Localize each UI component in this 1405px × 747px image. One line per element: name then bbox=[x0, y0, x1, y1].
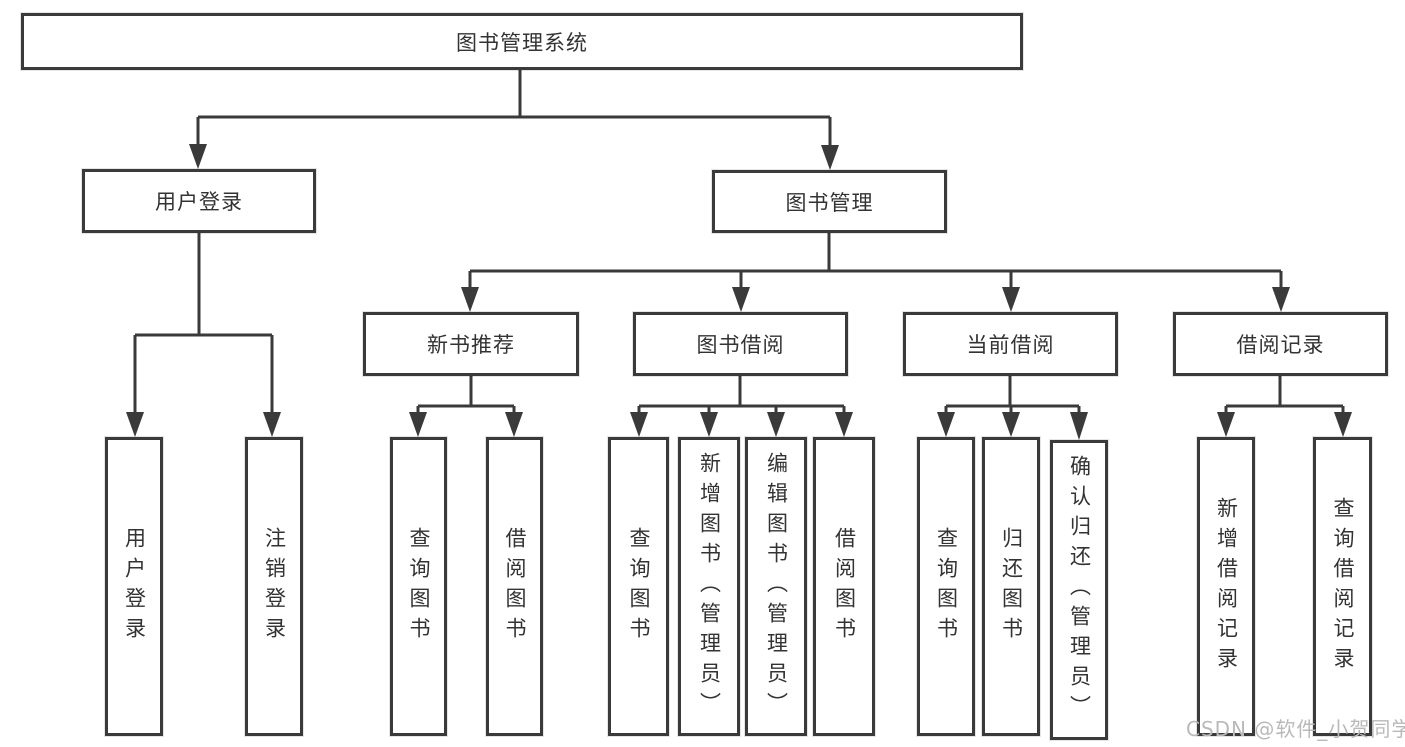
connector-borrowing-records-to-leaves bbox=[1217, 376, 1352, 437]
connector-book-management-to-groups bbox=[461, 233, 1290, 312]
node-label: 确认归还（管理员） bbox=[1067, 455, 1092, 725]
leaf-confirm-return-admin: 确认归还（管理员） bbox=[1050, 440, 1108, 740]
node-label: 借阅图书 bbox=[503, 526, 527, 647]
node-label: 查询图书 bbox=[627, 526, 651, 647]
leaf-query-books-recommend: 查询图书 bbox=[390, 437, 447, 736]
node-label: 图书管理 bbox=[785, 190, 874, 215]
leaf-borrow-books-recommend: 借阅图书 bbox=[486, 437, 543, 736]
leaf-borrow-books-borrowing: 借阅图书 bbox=[813, 437, 875, 736]
csdn-watermark: CSDN @软件_小贺同学 bbox=[1186, 717, 1405, 741]
connector-new-book-to-leaves bbox=[409, 376, 523, 437]
leaf-edit-book-admin: 编辑图书（管理员） bbox=[745, 437, 807, 736]
node-label: 归还图书 bbox=[999, 526, 1024, 647]
node-label: 图书管理系统 bbox=[456, 30, 588, 55]
connector-book-borrowing-to-leaves bbox=[630, 376, 853, 437]
leaf-query-books-borrowing: 查询图书 bbox=[608, 437, 669, 736]
node-label: 注销登录 bbox=[262, 526, 287, 647]
node-borrowing-records: 借阅记录 bbox=[1173, 312, 1388, 376]
node-label: 新书推荐 bbox=[427, 333, 515, 357]
node-book-management: 图书管理 bbox=[712, 170, 947, 233]
leaf-return-books: 归还图书 bbox=[982, 437, 1040, 736]
node-label: 借阅图书 bbox=[832, 526, 857, 647]
connector-root-to-level1 bbox=[189, 69, 839, 170]
node-book-borrowing: 图书借阅 bbox=[633, 312, 848, 376]
connector-user-login-to-leaves bbox=[126, 233, 281, 437]
leaf-query-books-current: 查询图书 bbox=[917, 437, 975, 736]
leaf-add-book-admin: 新增图书（管理员） bbox=[678, 437, 740, 736]
node-label: 图书借阅 bbox=[696, 333, 785, 357]
node-current-borrowing: 当前借阅 bbox=[903, 312, 1118, 376]
leaf-logout: 注销登录 bbox=[245, 437, 303, 736]
node-label: 借阅记录 bbox=[1236, 333, 1325, 357]
leaf-user-login: 用户登录 bbox=[105, 437, 163, 736]
node-label: 新增图书（管理员） bbox=[697, 451, 722, 722]
node-library-management-system: 图书管理系统 bbox=[21, 13, 1023, 70]
node-label: 查询图书 bbox=[934, 526, 959, 647]
node-user-login: 用户登录 bbox=[82, 169, 316, 233]
node-label: 当前借阅 bbox=[966, 333, 1055, 357]
connector-current-borrowing-to-leaves bbox=[937, 376, 1088, 440]
leaf-query-borrow-record: 查询借阅记录 bbox=[1313, 437, 1372, 736]
node-label: 用户登录 bbox=[122, 526, 147, 647]
node-label: 用户登录 bbox=[155, 190, 243, 214]
node-label: 新增借阅记录 bbox=[1214, 496, 1239, 677]
node-label: 查询借阅记录 bbox=[1331, 496, 1355, 677]
node-label: 查询图书 bbox=[407, 526, 431, 647]
leaf-add-borrow-record: 新增借阅记录 bbox=[1197, 437, 1255, 736]
node-label: 编辑图书（管理员） bbox=[764, 451, 789, 722]
node-new-book-recommendation: 新书推荐 bbox=[363, 312, 579, 376]
